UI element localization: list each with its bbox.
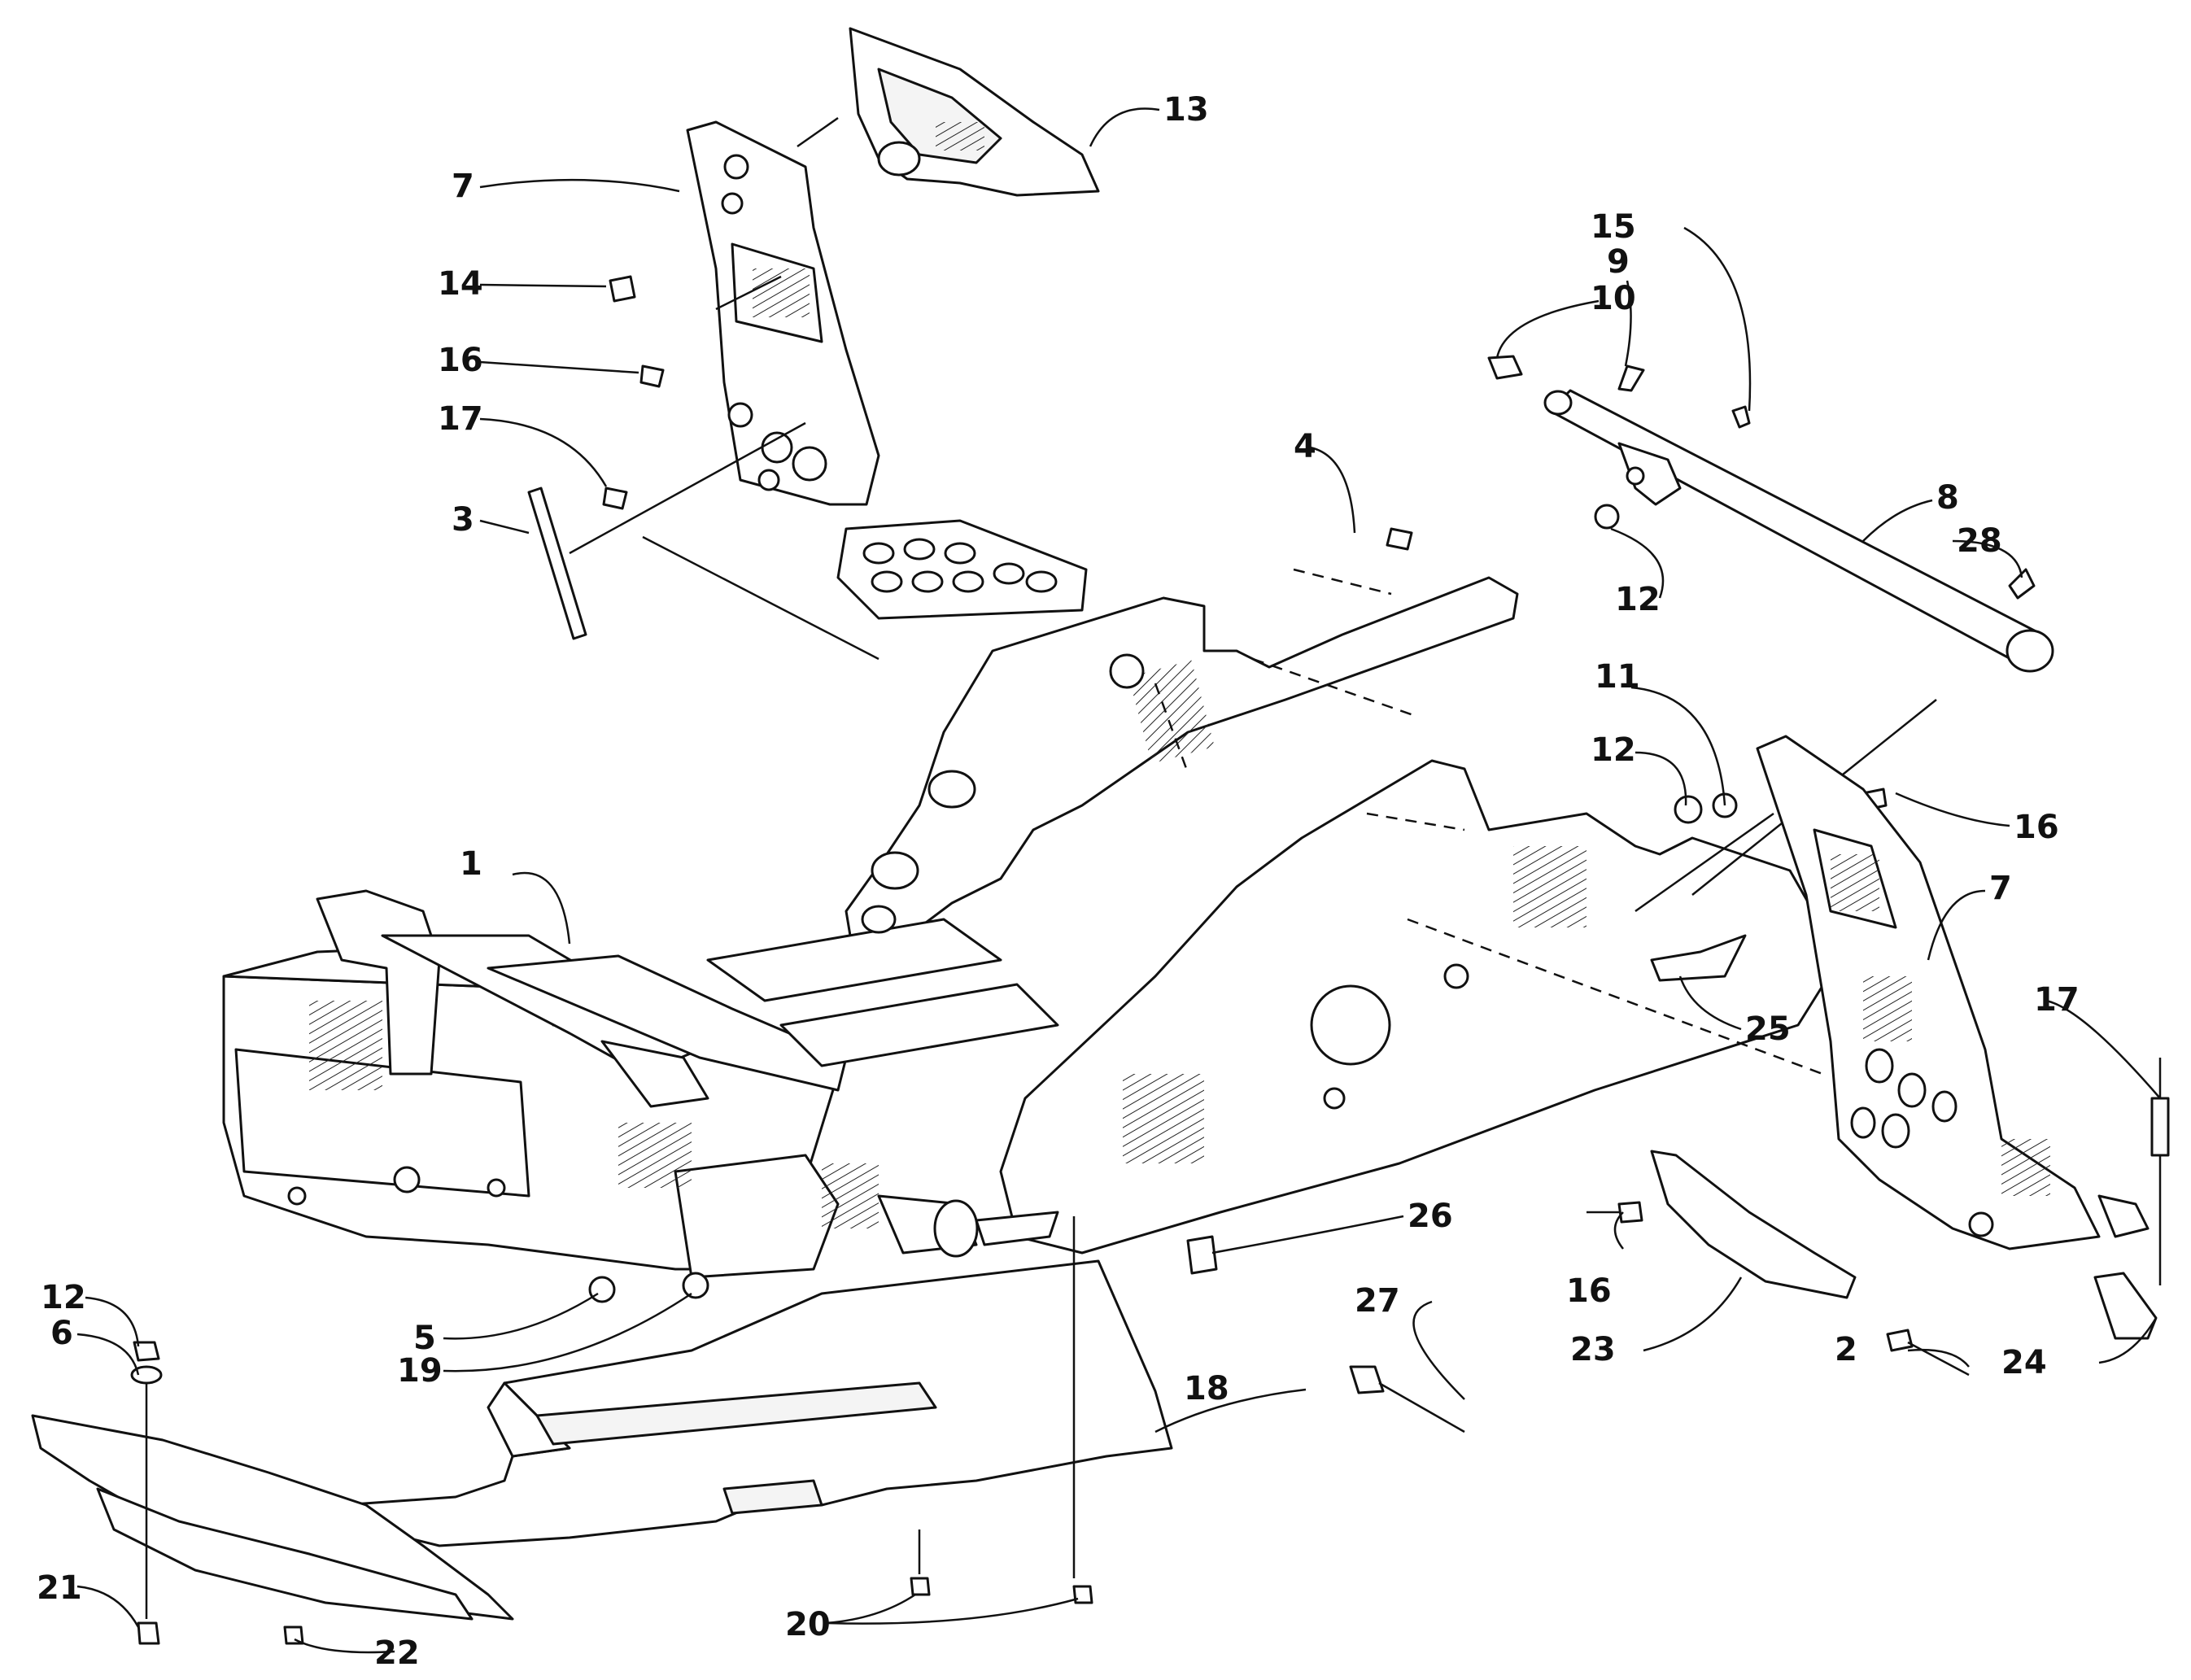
callout-7-right: 7 [1989, 870, 2012, 907]
part-1-main-frame [222, 576, 1840, 1279]
callout-7-upper: 7 [452, 168, 474, 205]
part-3-rod [527, 487, 587, 640]
callout-16-right: 16 [2014, 809, 2059, 846]
vertical-leaders [145, 1058, 2162, 1619]
callout-2: 2 [1835, 1331, 1857, 1368]
callout-18: 18 [1184, 1370, 1229, 1407]
callout-12-middle: 12 [1591, 731, 1636, 769]
callout-16-upper: 16 [438, 342, 483, 379]
part-24-bracket [2093, 1272, 2158, 1340]
callout-26: 26 [1408, 1198, 1453, 1235]
callout-20: 20 [785, 1606, 831, 1643]
callout-19: 19 [397, 1352, 443, 1390]
callout-16-lower: 16 [1566, 1272, 1612, 1310]
part-7-steering-support-right [1756, 735, 2150, 1250]
hardware-parts [130, 275, 2170, 1645]
part-8-cross-tube [1543, 389, 2054, 673]
part-13-console-cover [849, 27, 1100, 197]
callout-27: 27 [1355, 1282, 1400, 1320]
callout-4: 4 [1294, 428, 1316, 465]
callout-17-right: 17 [2034, 981, 2080, 1019]
callout-23: 23 [1570, 1331, 1616, 1368]
callout-17-upper: 17 [438, 400, 483, 438]
callout-28: 28 [1957, 522, 2002, 560]
callout-9: 9 [1607, 243, 1630, 281]
callout-22: 22 [374, 1634, 420, 1672]
callout-10: 10 [1591, 280, 1636, 317]
callout-leaders [76, 107, 2161, 1654]
callout-labels: 13 7 14 16 17 3 4 15 9 10 8 28 12 11 12 … [37, 91, 2080, 1672]
callout-1: 1 [460, 845, 482, 883]
callout-12-lower: 12 [41, 1279, 86, 1316]
part-25-bracket [1650, 934, 1747, 982]
callout-12-upper: 12 [1615, 581, 1661, 618]
part-23-footrest-plate [1650, 1150, 1857, 1299]
callout-24: 24 [2001, 1344, 2047, 1381]
part-front-spoiler [31, 1414, 514, 1621]
callout-8: 8 [1936, 479, 1959, 517]
callout-3: 3 [452, 501, 474, 539]
part-18-belly-pan [340, 1259, 1173, 1547]
callout-21: 21 [37, 1569, 82, 1607]
callout-14: 14 [438, 265, 483, 303]
callout-6: 6 [50, 1315, 73, 1352]
callout-13: 13 [1163, 91, 1209, 129]
callout-11: 11 [1595, 658, 1640, 696]
callout-25: 25 [1745, 1010, 1791, 1048]
part-7-steering-support-left [686, 120, 1088, 620]
callout-15: 15 [1591, 208, 1636, 246]
callout-5: 5 [413, 1320, 436, 1357]
